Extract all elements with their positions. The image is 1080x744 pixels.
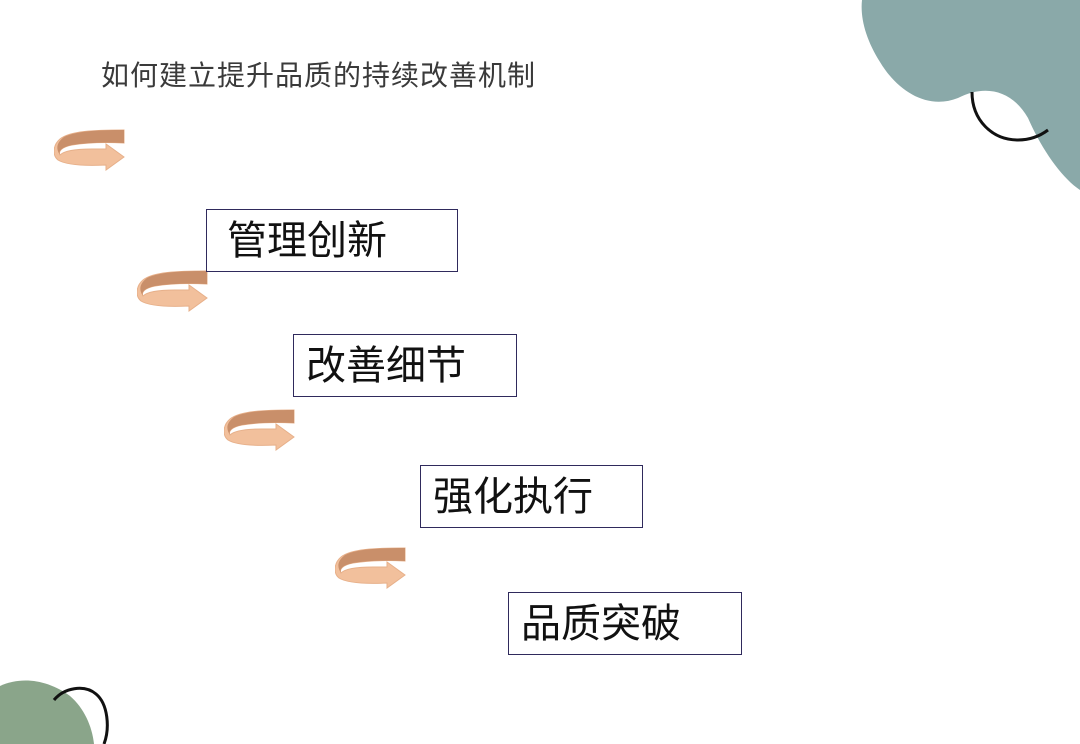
curved-arrow-icon — [335, 545, 407, 591]
step-label: 管理创新 — [227, 217, 387, 265]
step-label: 品质突破 — [521, 600, 681, 648]
curved-arrow-icon — [137, 268, 209, 314]
step-label: 改善细节 — [306, 342, 466, 390]
curved-arrow-icon — [224, 407, 296, 453]
curved-arrow-icon — [54, 127, 126, 173]
step-label: 强化执行 — [433, 473, 593, 521]
step-box-4: 品质突破 — [508, 592, 742, 655]
step-box-3: 强化执行 — [420, 465, 643, 528]
step-box-1: 管理创新 — [206, 209, 458, 272]
green-blob-bottom-left — [0, 681, 94, 744]
step-box-2: 改善细节 — [293, 334, 517, 397]
slide-title: 如何建立提升品质的持续改善机制 — [101, 56, 536, 96]
